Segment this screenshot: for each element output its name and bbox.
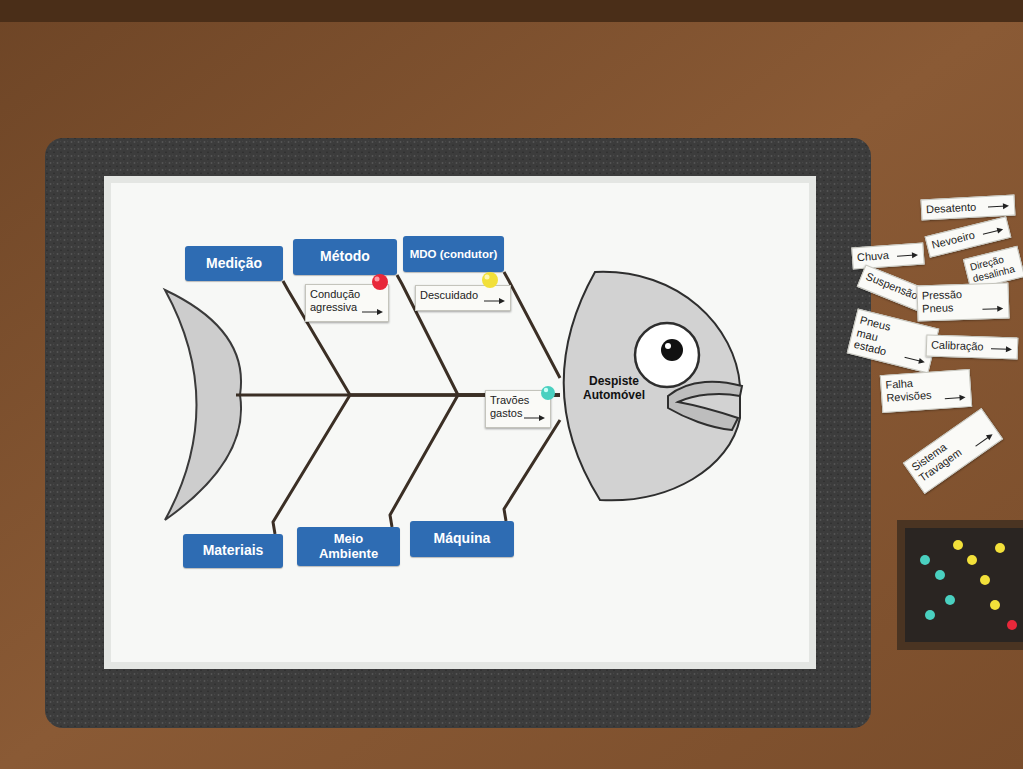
cause-label: Chuva	[857, 248, 898, 263]
cause-card: Pressão Pneus	[916, 282, 1009, 321]
fish-head-shape	[560, 268, 748, 504]
card-arrow	[982, 305, 1004, 314]
loose-pins	[920, 540, 1017, 630]
category-label: Meio Ambiente	[310, 532, 388, 561]
wood-edge	[0, 0, 1023, 22]
category-label: Máquina	[434, 531, 491, 546]
cause-label: Direção desalinha	[969, 250, 1021, 284]
fish-bone	[397, 275, 560, 395]
foam-board	[45, 138, 871, 728]
cause-label: Nevoeiro	[930, 227, 984, 252]
push-pin	[372, 274, 388, 290]
cause-label: Pressão Pneus	[922, 288, 973, 315]
category-box: Máquina	[410, 521, 514, 557]
cause-label: Calibração	[931, 339, 991, 354]
cause-card: Chuva	[851, 243, 924, 270]
cause-label: Descuidado	[420, 289, 484, 302]
card-arrow	[897, 251, 920, 261]
category-box: Meio Ambiente	[297, 527, 400, 566]
fish-bone	[504, 420, 560, 521]
card-arrow	[524, 414, 546, 422]
cause-label: Condução agressiva	[310, 288, 366, 313]
category-box: MDO (condutor)	[403, 236, 504, 272]
laminate-sheet	[104, 176, 816, 669]
push-pin	[482, 272, 498, 288]
cause-card: Calibração	[926, 334, 1019, 359]
card-arrow	[982, 225, 1005, 238]
category-label: Materiais	[203, 543, 264, 558]
cause-label: Pneus mau estado	[853, 314, 916, 364]
pin-box-inside	[905, 528, 1023, 642]
cause-label: Sistema Travagem	[909, 429, 973, 484]
cause-label: Falha Revisões	[885, 375, 942, 404]
category-box: Método	[293, 239, 397, 275]
card-arrow	[991, 345, 1013, 354]
card-arrow	[903, 353, 926, 366]
card-arrow	[484, 297, 506, 305]
category-box: Medição	[185, 246, 283, 281]
card-arrow	[944, 393, 967, 403]
fish-head: Despiste Automóvel	[560, 268, 748, 504]
cause-card: Falha Revisões	[880, 369, 972, 413]
category-label: Medição	[206, 256, 262, 271]
cause-label: Suspensão	[864, 270, 921, 303]
cause-label: Travões gastos	[490, 394, 530, 419]
push-pin	[541, 386, 555, 400]
card-arrow	[973, 430, 996, 449]
cause-label: Despiste Automóvel	[568, 374, 660, 403]
fish-tail	[165, 290, 241, 520]
cause-card: Descuidado	[415, 285, 511, 311]
fish-bone	[504, 272, 560, 378]
cause-label: Desatento	[926, 200, 989, 216]
pin-box	[897, 520, 1023, 650]
cause-card: Travões gastos	[485, 390, 551, 428]
fish-bone	[273, 395, 560, 534]
cause-card: Condução agressiva	[305, 284, 389, 322]
paper-sheet	[111, 183, 809, 662]
category-box: Materiais	[183, 534, 283, 568]
card-arrow	[362, 308, 384, 316]
card-arrow	[988, 202, 1010, 211]
category-label: Método	[320, 249, 370, 264]
category-label: MDO (condutor)	[410, 248, 498, 261]
cause-card: Sistema Travagem	[903, 408, 1003, 494]
